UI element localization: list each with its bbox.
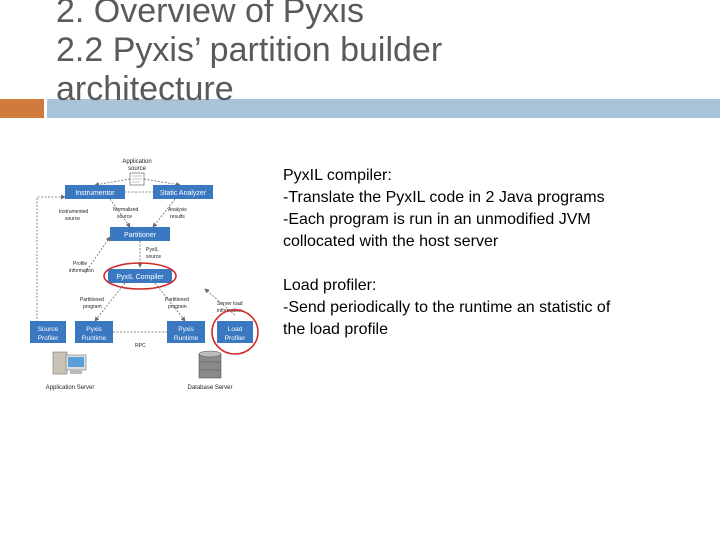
partitioned-left-label-1: Partitioned <box>80 297 104 303</box>
load-profiler-box <box>217 321 253 343</box>
pyxil-compiler-box <box>108 269 172 283</box>
rpc-label: RPC <box>135 343 146 349</box>
pyxil-source-label-1: PyxIL <box>146 247 159 253</box>
load-profiler-highlight <box>211 309 259 355</box>
para2-line2: -Send periodically to the runtime an sta… <box>283 299 611 316</box>
application-server-icon <box>52 351 87 375</box>
pyxis-runtime-right-box <box>167 321 205 343</box>
source-profiler-label-2: Profiler <box>38 335 59 342</box>
para2-line1: Load profiler: <box>283 277 377 294</box>
title-line-2: 2.2 Pyxis’ partition builder <box>56 31 443 69</box>
application-server-label: Application Server <box>46 385 95 391</box>
load-profiler-label-1: Load <box>228 326 243 333</box>
para1-line1: PyxIL compiler: <box>283 167 392 184</box>
normalized-source-label-2: source <box>117 214 132 220</box>
partitioned-right-label-1: Partitioned <box>165 297 189 303</box>
source-profiler-box <box>30 321 66 343</box>
application-source-icon <box>129 172 145 186</box>
partitioner-box <box>110 227 170 241</box>
partitioner-label: Partitioner <box>124 232 157 239</box>
para2-line3: the load profile <box>283 321 388 338</box>
analysis-results-label-1: Analysis <box>168 207 187 213</box>
title-accent-bar-orange <box>0 99 44 118</box>
pyxil-source-label-2: source <box>146 254 161 260</box>
pyxis-runtime-right-label-1: Pyxis <box>178 326 194 333</box>
instrumented-source-label-1: Instrumented <box>59 209 88 215</box>
database-server-label: Database Server <box>187 385 232 391</box>
pyxis-runtime-right-label-2: Runtime <box>174 335 199 342</box>
analysis-results-label-2: results <box>170 214 185 220</box>
source-profiler-label-1: Source <box>38 326 59 333</box>
app-source-label-1: Application <box>122 159 151 165</box>
slide-body: PyxIL compiler: -Translate the PyxIL cod… <box>283 165 703 363</box>
normalized-source-label-1: Normalized <box>113 207 139 213</box>
pyxis-runtime-left-label-1: Pyxis <box>86 326 102 333</box>
database-server-icon <box>198 350 222 379</box>
profile-info-label-2: information <box>69 268 94 274</box>
profile-info-label-1: Profile <box>73 261 87 267</box>
partitioned-left-label-2: program <box>83 304 102 310</box>
para1-line4: collocated with the host server <box>283 233 499 250</box>
para1-line3: -Each program is run in an unmodified JV… <box>283 211 591 228</box>
instrumented-source-label-2: source <box>65 216 80 222</box>
title-accent-bar-blue <box>47 99 720 118</box>
static-analyzer-box <box>153 185 213 199</box>
title-line-3: architecture <box>56 70 234 108</box>
pyxil-compiler-description: PyxIL compiler: -Translate the PyxIL cod… <box>283 165 703 253</box>
load-profiler-label-2: Profiler <box>225 335 246 342</box>
slide-title: 2. Overview of Pyxis 2.2 Pyxis’ partitio… <box>56 0 442 109</box>
server-load-label-1: Server load <box>217 301 243 307</box>
partitioned-right-label-2: program <box>168 304 187 310</box>
static-analyzer-label: Static Analyzer <box>160 190 207 197</box>
architecture-diagram: Application source Instrumentor Static A… <box>25 155 270 405</box>
title-line-1: 2. Overview of Pyxis <box>56 0 364 30</box>
load-profiler-description: Load profiler: -Send periodically to the… <box>283 275 703 341</box>
para1-line2: -Translate the PyxIL code in 2 Java prog… <box>283 189 605 206</box>
pyxis-runtime-left-label-2: Runtime <box>82 335 107 342</box>
pyxis-runtime-left-box <box>75 321 113 343</box>
app-source-label-2: source <box>128 166 147 172</box>
pyxil-compiler-highlight <box>103 262 177 290</box>
instrumentor-label: Instrumentor <box>75 190 115 197</box>
pyxil-compiler-label: PyxIL Compiler <box>116 274 164 281</box>
instrumentor-box <box>65 185 125 199</box>
